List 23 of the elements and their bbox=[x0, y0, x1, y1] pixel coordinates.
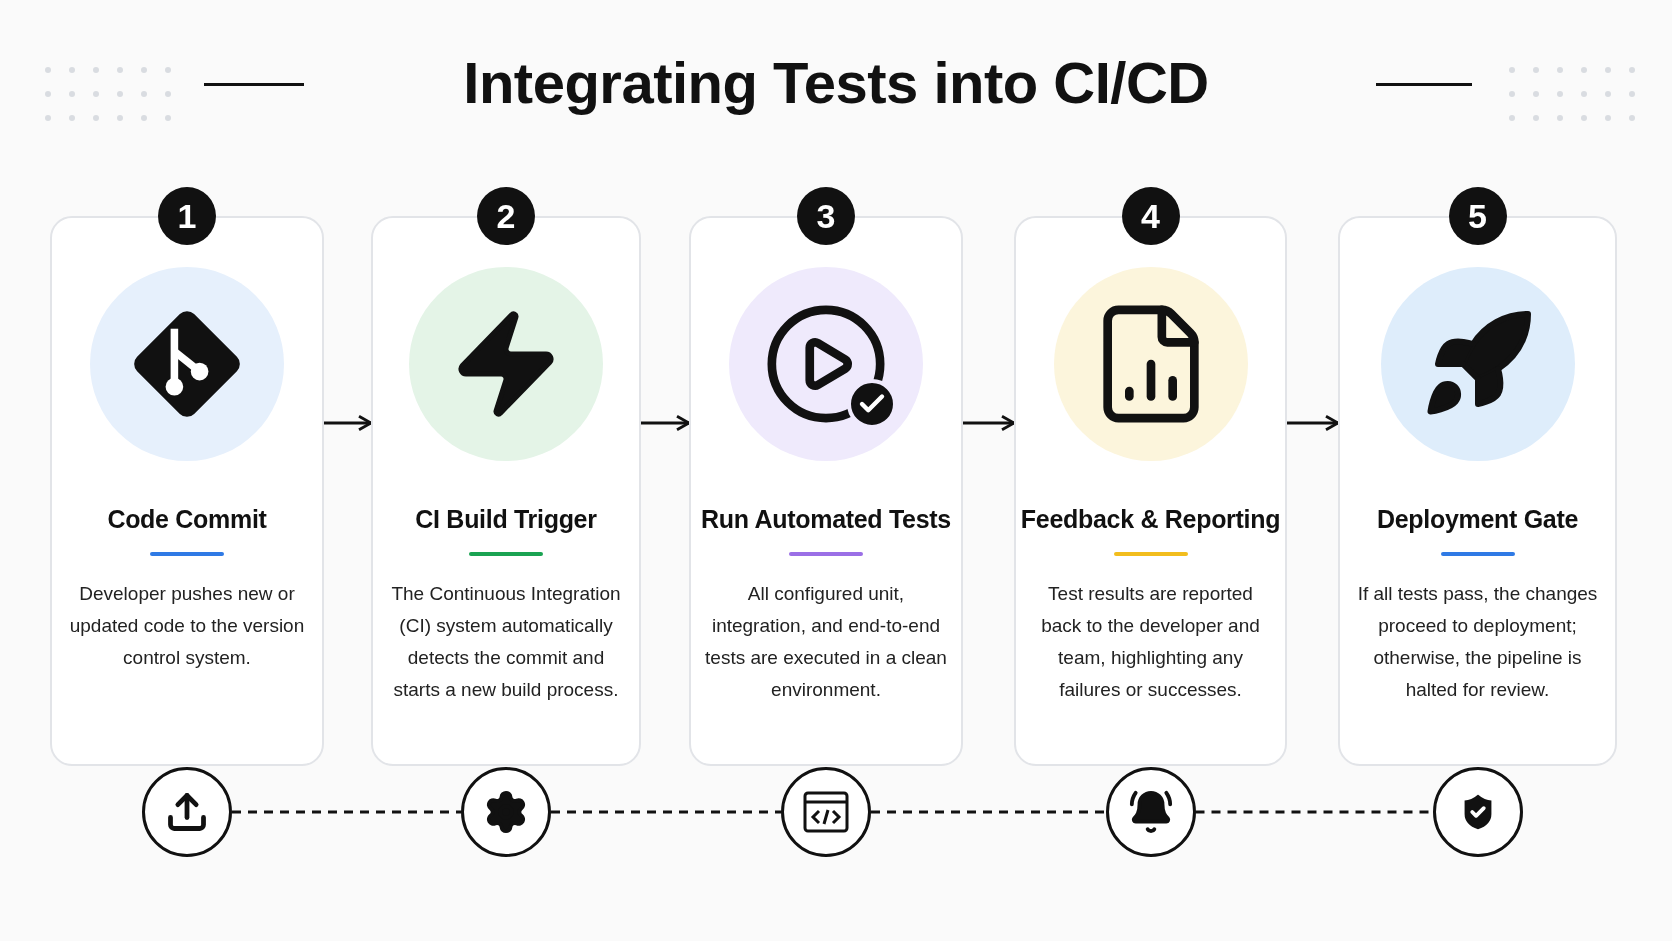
step-title: Code Commit bbox=[107, 504, 267, 535]
step-number-badge: 3 bbox=[797, 187, 855, 245]
step-description: If all tests pass, the changes proceed to deployment; otherwise, the pipeline is halted for review. bbox=[1356, 582, 1599, 702]
dashed-connector bbox=[871, 810, 1106, 814]
step-description: Developer pushes new or updated code to the version control system. bbox=[68, 582, 306, 670]
arrow bbox=[324, 414, 373, 432]
dashed-connector bbox=[551, 810, 781, 814]
step-title: Feedback & Reporting bbox=[1020, 504, 1281, 535]
step-title: Run Automated Tests bbox=[701, 504, 951, 535]
step-number-badge: 5 bbox=[1448, 187, 1507, 245]
step-title: Deployment Gate bbox=[1376, 504, 1579, 535]
step-description: Test results are reported back to the developer and team, highlighting any failures or successes. bbox=[1040, 582, 1261, 702]
step-title: CI Build Trigger bbox=[415, 504, 597, 535]
step-description: The Continuous Integration (CI) system automatically detects the commit and starts a new build process. bbox=[390, 582, 622, 702]
step-number-badge: 1 bbox=[158, 187, 216, 245]
arrow bbox=[641, 414, 691, 432]
title: Integrating Tests into CI/CD bbox=[463, 49, 1209, 117]
step-description: All configured unit, integration, and end-to-end tests are executed in a clean environment. bbox=[704, 582, 948, 702]
dashed-connector bbox=[232, 810, 461, 814]
arrow bbox=[963, 414, 1016, 432]
step-number-badge: 2 bbox=[477, 187, 535, 245]
step-number-badge: 4 bbox=[1121, 187, 1180, 245]
arrow bbox=[1287, 414, 1340, 432]
